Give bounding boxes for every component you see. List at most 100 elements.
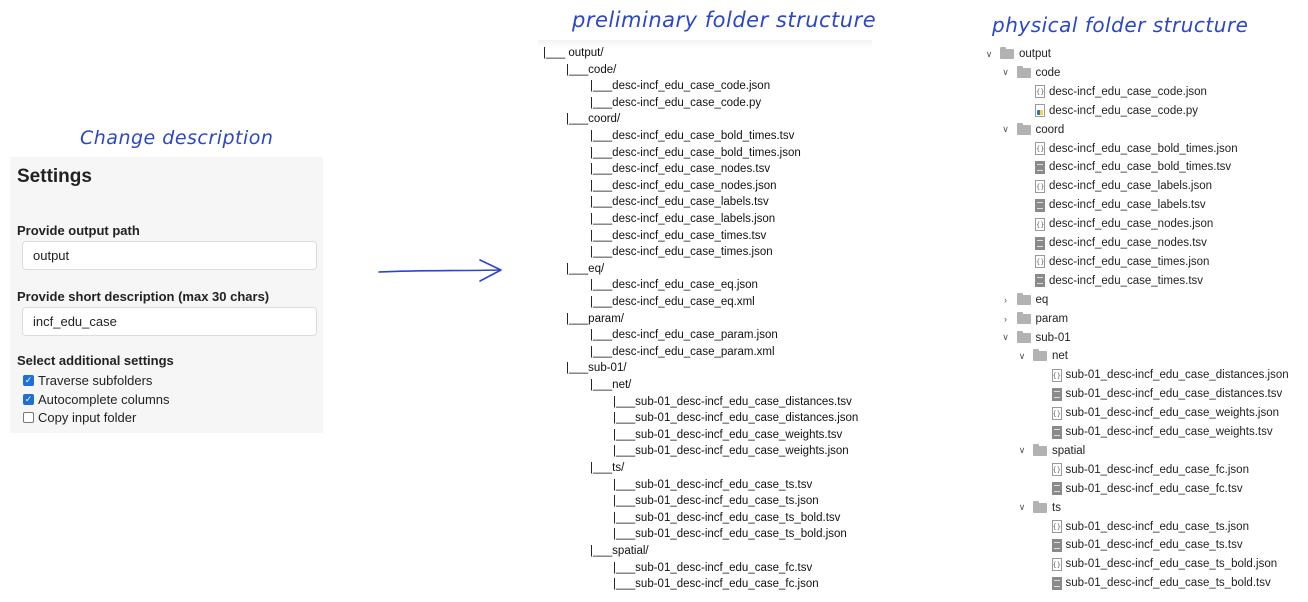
- tree-item-label: sub-01_desc-incf_edu_case_weights.json: [1065, 407, 1280, 420]
- preliminary-tree-item: |___desc-incf_edu_case_param.xml: [590, 345, 775, 358]
- chevron-down-icon[interactable]: ∨: [1002, 124, 1009, 135]
- file-tree-item[interactable]: desc-incf_edu_case_code.py: [1019, 102, 1198, 120]
- output-path-input[interactable]: [22, 241, 317, 270]
- tsv-file-icon: [1051, 387, 1062, 401]
- folder-icon: [1000, 47, 1014, 59]
- file-tree-item[interactable]: sub-01_desc-incf_edu_case_fc.tsv: [1036, 480, 1243, 498]
- preliminary-tree-item: |___desc-incf_edu_case_code.py: [590, 96, 762, 109]
- file-tree-item[interactable]: sub-01_desc-incf_edu_case_weights.tsv: [1036, 423, 1273, 441]
- preliminary-tree-item: |___desc-incf_edu_case_param.json: [590, 329, 778, 342]
- file-tree-item[interactable]: sub-01_desc-incf_edu_case_ts.tsv: [1036, 536, 1243, 554]
- chevron-right-icon[interactable]: ›: [1004, 313, 1007, 324]
- chevron-down-icon[interactable]: ∨: [1018, 445, 1026, 456]
- folder-icon: [1016, 122, 1031, 135]
- preliminary-tree-item: |___param/: [566, 312, 624, 325]
- tree-item-label: param: [1035, 312, 1069, 325]
- tree-item-label: code: [1035, 66, 1061, 79]
- folder-tree-item[interactable]: ∨ code: [1001, 64, 1061, 82]
- chevron-down-icon[interactable]: ∨: [1002, 67, 1009, 78]
- preliminary-tree-item: |___sub-01_desc-incf_edu_case_distances.…: [613, 412, 859, 425]
- file-tree-item[interactable]: desc-incf_edu_case_labels.tsv: [1019, 196, 1206, 214]
- autocomplete-columns-checkbox[interactable]: ✓ Autocomplete columns: [23, 390, 170, 408]
- chevron-down-icon[interactable]: ∨: [1018, 350, 1026, 361]
- file-tree-item[interactable]: {}sub-01_desc-incf_edu_case_fc.json: [1036, 461, 1249, 479]
- json-file-icon: {}: [1051, 463, 1062, 477]
- folder-icon: [1016, 292, 1031, 305]
- chevron-right-icon[interactable]: ›: [1004, 294, 1007, 305]
- file-tree-item[interactable]: desc-incf_edu_case_times.tsv: [1019, 272, 1203, 290]
- tree-item-label: sub-01_desc-incf_edu_case_ts.json: [1065, 520, 1249, 533]
- settings-panel: Settings Provide output path Provide sho…: [10, 157, 323, 433]
- tsv-file-icon: [1035, 160, 1045, 174]
- preliminary-tree-item: |___sub-01_desc-incf_edu_case_ts.tsv: [613, 478, 813, 491]
- tsv-file-icon: [1035, 274, 1045, 288]
- tree-item-label: sub-01_desc-incf_edu_case_fc.tsv: [1065, 482, 1243, 495]
- tsv-file-icon: [1051, 538, 1062, 552]
- file-tree-item[interactable]: sub-01_desc-incf_edu_case_distances.tsv: [1036, 385, 1283, 403]
- json-file-icon: {}: [1035, 255, 1045, 269]
- json-file-icon: {}: [1051, 557, 1062, 571]
- traverse-subfolders-checkbox[interactable]: ✓ Traverse subfolders: [23, 371, 152, 389]
- file-tree-item[interactable]: {}desc-incf_edu_case_bold_times.json: [1019, 140, 1238, 158]
- folder-icon: [1033, 443, 1047, 456]
- tree-item-label: desc-incf_edu_case_labels.tsv: [1049, 199, 1206, 212]
- settings-title: Settings: [17, 166, 92, 187]
- json-file-icon: {}: [1051, 368, 1062, 382]
- preliminary-tree-item: |___desc-incf_edu_case_nodes.json: [590, 179, 777, 192]
- py-file-icon: [1035, 104, 1045, 118]
- file-tree-item[interactable]: desc-incf_edu_case_bold_times.tsv: [1019, 158, 1231, 176]
- preliminary-tree-item: |___desc-incf_edu_case_bold_times.tsv: [590, 130, 795, 142]
- copy-input-folder-checkbox[interactable]: Copy input folder: [23, 408, 136, 426]
- preliminary-tree-item: |___desc-incf_edu_case_code.json: [590, 80, 771, 93]
- preliminary-tree-item: |___ts/: [590, 462, 625, 474]
- description-input[interactable]: [22, 307, 317, 336]
- chevron-down-icon[interactable]: ∨: [1018, 502, 1026, 513]
- file-tree-item[interactable]: {}desc-incf_edu_case_code.json: [1019, 83, 1207, 101]
- preliminary-tree-item: |___desc-incf_edu_case_labels.json: [590, 213, 776, 225]
- preliminary-tree-item: |___desc-incf_edu_case_times.tsv: [590, 229, 767, 242]
- folder-tree-item[interactable]: ∨sub-01: [1001, 329, 1071, 347]
- folder-tree-item[interactable]: › param: [1001, 310, 1069, 328]
- json-file-icon: {}: [1051, 520, 1062, 533]
- file-tree-item[interactable]: {}sub-01_desc-incf_edu_case_weights.json: [1036, 404, 1280, 422]
- file-tree-item[interactable]: sub-01_desc-incf_edu_case_ts_bold.tsv: [1036, 574, 1271, 592]
- tree-item-label: sub-01_desc-incf_edu_case_ts.tsv: [1065, 539, 1243, 552]
- tree-item-label: spatial: [1052, 444, 1086, 457]
- file-tree-item[interactable]: desc-incf_edu_case_nodes.tsv: [1019, 234, 1207, 252]
- preliminary-tree-item: |___sub-01_desc-incf_edu_case_ts.json: [613, 495, 819, 508]
- tree-item-label: sub-01_desc-incf_edu_case_weights.tsv: [1065, 426, 1273, 438]
- folder-icon: [1016, 311, 1031, 324]
- tree-item-label: sub-01_desc-incf_edu_case_ts_bold.tsv: [1065, 577, 1271, 590]
- tree-item-label: sub-01_desc-incf_edu_case_distances.tsv: [1065, 388, 1283, 401]
- file-tree-item[interactable]: {} desc-incf_edu_case_times.json: [1019, 253, 1209, 271]
- file-tree-item[interactable]: {}sub-01_desc-incf_edu_case_distances.js…: [1036, 366, 1289, 384]
- folder-tree-item[interactable]: ›eq: [1001, 291, 1048, 309]
- checkbox-checked-icon: ✓: [23, 393, 34, 405]
- tree-item-label: sub-01_desc-incf_edu_case_ts_bold.json: [1065, 558, 1278, 571]
- tree-item-label: desc-incf_edu_case_nodes.json: [1049, 218, 1214, 231]
- chevron-down-icon[interactable]: ∨: [1002, 332, 1009, 342]
- checkbox-label: Traverse subfolders: [38, 372, 153, 388]
- folder-tree-item[interactable]: ∨ coord: [1001, 121, 1065, 139]
- tree-item-label: desc-incf_edu_case_code.py: [1049, 104, 1198, 117]
- folder-tree-item[interactable]: ∨net: [1017, 347, 1068, 365]
- tree-item-label: desc-incf_edu_case_bold_times.tsv: [1049, 161, 1232, 174]
- tree-item-label: desc-incf_edu_case_times.json: [1049, 255, 1210, 268]
- tree-item-label: output: [1019, 48, 1051, 60]
- file-tree-item[interactable]: {}desc-incf_edu_case_labels.json: [1019, 177, 1212, 195]
- tsv-file-icon: [1051, 425, 1062, 439]
- preliminary-tree-item: |___desc-incf_edu_case_nodes.tsv: [590, 163, 771, 176]
- folder-tree-item[interactable]: ∨ts: [1017, 499, 1061, 517]
- tree-item-label: coord: [1035, 123, 1065, 136]
- file-tree-item[interactable]: {}sub-01_desc-incf_edu_case_ts.json: [1036, 518, 1249, 536]
- tree-item-label: sub-01_desc-incf_edu_case_distances.json: [1065, 369, 1289, 382]
- preliminary-tree-item: |___desc-incf_edu_case_labels.tsv: [590, 196, 769, 209]
- preliminary-tree-item: |___coord/: [566, 113, 621, 126]
- folder-tree-item[interactable]: ∨ spatial: [1017, 442, 1085, 460]
- folder-icon: [1033, 349, 1047, 362]
- file-tree-item[interactable]: {}desc-incf_edu_case_nodes.json: [1019, 215, 1213, 233]
- file-tree-item[interactable]: {}sub-01_desc-incf_edu_case_ts_bold.json: [1036, 555, 1278, 573]
- chevron-down-icon[interactable]: ∨: [985, 48, 993, 59]
- json-file-icon: {}: [1035, 85, 1045, 99]
- folder-tree-item[interactable]: ∨ output: [984, 45, 1051, 63]
